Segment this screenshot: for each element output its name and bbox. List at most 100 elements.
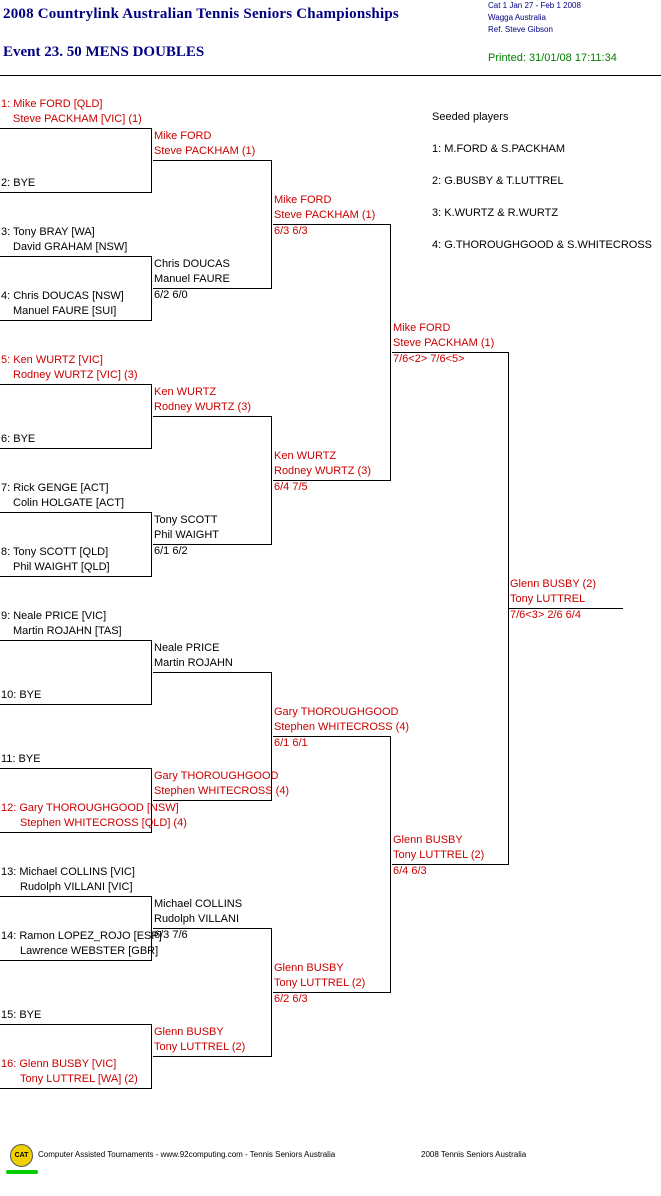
player-entry-r1: Rudolph VILLANI [VIC] bbox=[20, 881, 133, 893]
draw-line-round4 bbox=[392, 352, 508, 353]
player-entry-r1: Steve PACKHAM [VIC] (1) bbox=[13, 113, 142, 125]
footer-credit: Computer Assisted Tournaments - www.92co… bbox=[38, 1150, 336, 1159]
match-score-round4: 6/4 6/3 bbox=[393, 865, 427, 877]
player-entry-round2: Martin ROJAHN bbox=[154, 657, 233, 669]
draw-connector-r1 bbox=[151, 256, 152, 321]
draw-line-round4 bbox=[392, 864, 508, 865]
match-score-round3: 6/1 6/1 bbox=[274, 737, 308, 749]
event-meta-location: Wagga Australia bbox=[488, 13, 546, 22]
draw-line-r1 bbox=[0, 256, 151, 257]
player-entry-r1: 15: BYE bbox=[1, 1009, 42, 1021]
player-entry-round3: Stephen WHITECROSS (4) bbox=[274, 721, 410, 733]
match-score-round3: 6/4 7/5 bbox=[274, 481, 308, 493]
player-entry-round2: Michael COLLINS bbox=[154, 898, 243, 910]
player-entry-round2: Mike FORD bbox=[154, 130, 212, 142]
player-entry-round3: Rodney WURTZ (3) bbox=[274, 465, 371, 477]
draw-line-r1 bbox=[0, 832, 151, 833]
cat-logo-icon: CAT bbox=[10, 1144, 33, 1167]
match-score-round2: 6/1 6/2 bbox=[154, 545, 188, 557]
player-entry-round4: Glenn BUSBY bbox=[393, 834, 463, 846]
match-score-round3: 6/2 6/3 bbox=[274, 993, 308, 1005]
player-entry-round4: Steve PACKHAM (1) bbox=[393, 337, 495, 349]
player-entry-r1: David GRAHAM [NSW] bbox=[13, 241, 128, 253]
player-entry-round2: Rodney WURTZ (3) bbox=[154, 401, 251, 413]
player-entry-round2: Phil WAIGHT bbox=[154, 529, 219, 541]
draw-line-r1 bbox=[0, 960, 151, 961]
page-title: 2008 Countrylink Australian Tennis Senio… bbox=[3, 6, 399, 22]
draw-connector-r1 bbox=[151, 384, 152, 449]
player-entry-r1: Colin HOLGATE [ACT] bbox=[13, 497, 125, 509]
draw-line-r1 bbox=[0, 1024, 151, 1025]
player-entry-r1: 9: Neale PRICE [VIC] bbox=[1, 610, 107, 622]
draw-connector-r2 bbox=[271, 416, 272, 545]
champion-entry: Glenn BUSBY (2) bbox=[510, 578, 597, 590]
draw-connector-r4 bbox=[508, 352, 509, 865]
player-entry-round2: Ken WURTZ bbox=[154, 386, 217, 398]
draw-line-round3 bbox=[273, 992, 390, 993]
player-entry-r1: 2: BYE bbox=[1, 177, 36, 189]
draw-line-round2 bbox=[153, 544, 271, 545]
draw-line-round2 bbox=[153, 1056, 271, 1057]
draw-line-r1 bbox=[0, 640, 151, 641]
player-entry-round2: Glenn BUSBY bbox=[154, 1026, 224, 1038]
player-entry-round2: Chris DOUCAS bbox=[154, 258, 230, 270]
player-entry-round2: Tony LUTTREL (2) bbox=[154, 1041, 246, 1053]
player-entry-r1: Stephen WHITECROSS [QLD] (4) bbox=[20, 817, 187, 829]
seeded-heading: Seeded players bbox=[432, 111, 509, 123]
player-entry-r1: Tony LUTTREL [WA] (2) bbox=[20, 1073, 138, 1085]
draw-line-r1 bbox=[0, 576, 151, 577]
draw-line-r1 bbox=[0, 192, 151, 193]
draw-line-round3 bbox=[273, 736, 390, 737]
draw-line-r1 bbox=[0, 896, 151, 897]
footer-copyright: 2008 Tennis Seniors Australia bbox=[421, 1150, 527, 1159]
player-entry-r1: Lawrence WEBSTER [GBR] bbox=[20, 945, 159, 957]
draw-line-r1 bbox=[0, 448, 151, 449]
draw-line-round2 bbox=[153, 160, 271, 161]
logo-underline bbox=[6, 1170, 38, 1174]
draw-line-r1 bbox=[0, 384, 151, 385]
draw-connector-r1 bbox=[151, 640, 152, 705]
draw-line-r1 bbox=[0, 704, 151, 705]
player-entry-r1: 12: Gary THOROUGHGOOD [NSW] bbox=[1, 802, 179, 814]
draw-connector-r3 bbox=[390, 224, 391, 481]
player-entry-r1: 16: Glenn BUSBY [VIC] bbox=[1, 1058, 117, 1070]
player-entry-r1: 7: Rick GENGE [ACT] bbox=[1, 482, 109, 494]
draw-line-round3 bbox=[273, 224, 390, 225]
player-entry-r1: 4: Chris DOUCAS [NSW] bbox=[1, 290, 124, 302]
draw-line-r1 bbox=[0, 1088, 151, 1089]
draw-connector-r1 bbox=[151, 128, 152, 193]
draw-line-round2 bbox=[153, 416, 271, 417]
draw-connector-r1 bbox=[151, 1024, 152, 1089]
draw-line-r1 bbox=[0, 320, 151, 321]
player-entry-round2: Gary THOROUGHGOOD bbox=[154, 770, 279, 782]
champion-entry: Tony LUTTREL bbox=[510, 593, 586, 605]
draw-line-r1 bbox=[0, 512, 151, 513]
seeded-item: 3: K.WURTZ & R.WURTZ bbox=[432, 207, 559, 219]
draw-line-final bbox=[509, 608, 623, 609]
draw-line-round2 bbox=[153, 928, 271, 929]
printed-timestamp: Printed: 31/01/08 17:11:34 bbox=[488, 52, 617, 64]
player-entry-round3: Glenn BUSBY bbox=[274, 962, 344, 974]
player-entry-round2: Tony SCOTT bbox=[154, 514, 218, 526]
event-meta-referee: Ref. Steve Gibson bbox=[488, 25, 553, 34]
player-entry-round4: Tony LUTTREL (2) bbox=[393, 849, 485, 861]
player-entry-r1: 5: Ken WURTZ [VIC] bbox=[1, 354, 103, 366]
player-entry-round3: Mike FORD bbox=[274, 194, 332, 206]
player-entry-round2: Rudolph VILLANI bbox=[154, 913, 239, 925]
match-score-round4: 7/6<2> 7/6<5> bbox=[393, 353, 465, 365]
player-entry-round3: Tony LUTTREL (2) bbox=[274, 977, 366, 989]
player-entry-r1: 6: BYE bbox=[1, 433, 36, 445]
player-entry-round3: Gary THOROUGHGOOD bbox=[274, 706, 399, 718]
player-entry-round3: Steve PACKHAM (1) bbox=[274, 209, 376, 221]
player-entry-round3: Ken WURTZ bbox=[274, 450, 337, 462]
player-entry-r1: Martin ROJAHN [TAS] bbox=[13, 625, 122, 637]
draw-line-round2 bbox=[153, 800, 271, 801]
player-entry-round2: Manuel FAURE bbox=[154, 273, 230, 285]
match-score-round2: 6/2 6/0 bbox=[154, 289, 188, 301]
seeded-item: 1: M.FORD & S.PACKHAM bbox=[432, 143, 566, 155]
draw-connector-r1 bbox=[151, 896, 152, 961]
draw-connector-r2 bbox=[271, 672, 272, 801]
draw-line-round2 bbox=[153, 672, 271, 673]
player-entry-r1: 11: BYE bbox=[1, 753, 41, 765]
draw-connector-r3 bbox=[390, 736, 391, 993]
